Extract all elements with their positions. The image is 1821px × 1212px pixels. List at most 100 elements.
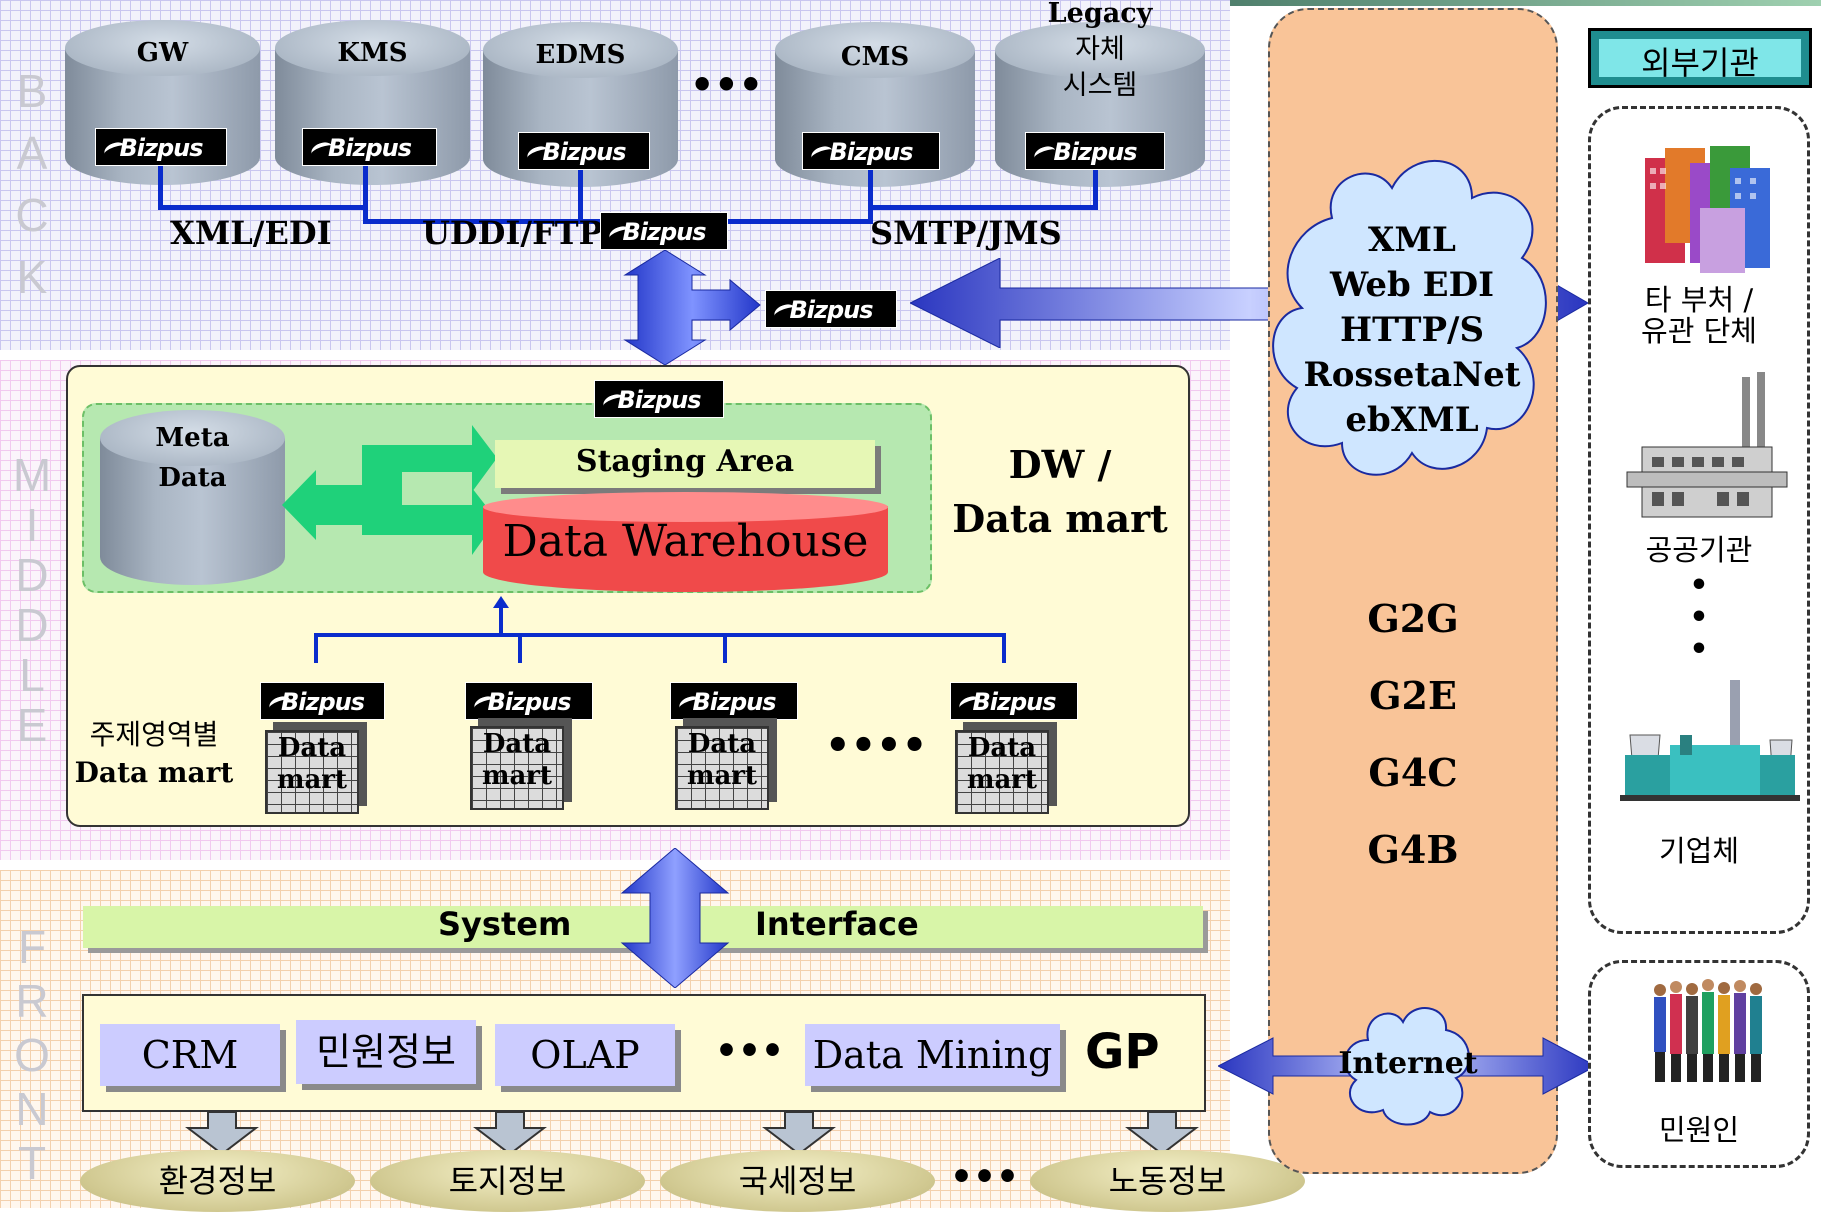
system-cms-label: CMS bbox=[840, 42, 910, 72]
mart-ellipsis: •••• bbox=[825, 722, 928, 769]
org-ministries-line-1: 타 부처 / bbox=[1644, 283, 1754, 317]
standard-web-edi: Web EDI bbox=[1330, 265, 1494, 305]
hub-arrows bbox=[623, 250, 761, 366]
letter: A bbox=[16, 127, 48, 179]
mart-4-line-1: Data bbox=[967, 733, 1037, 763]
bizpus-logo-hub: Bizpus bbox=[600, 212, 728, 250]
mart-1-line-2: mart bbox=[276, 765, 348, 795]
data-warehouse-label: Data Warehouse bbox=[502, 516, 869, 567]
meta-data-cylinder: Meta Data bbox=[100, 410, 285, 585]
mart-up-arrow-head bbox=[493, 596, 509, 608]
letter: E bbox=[16, 699, 48, 751]
org-enterprise-label: 기업체 bbox=[1658, 834, 1740, 868]
info-land: 토지정보 bbox=[370, 1150, 645, 1212]
down-arrows bbox=[185, 1111, 1199, 1156]
standard-ebxml: ebXML bbox=[1345, 400, 1479, 440]
external-vertical-dots: ••• bbox=[1592, 570, 1806, 666]
model-g2g: G2G bbox=[1367, 596, 1459, 641]
system-interface-label-left: System bbox=[438, 905, 572, 943]
letter: F bbox=[17, 921, 47, 973]
meta-staging-arrows bbox=[282, 425, 497, 555]
bizpus-logo-gateway: Bizpus bbox=[765, 290, 897, 328]
letter: I bbox=[25, 499, 39, 551]
mart-drop-3 bbox=[723, 633, 727, 663]
mart-drop-2 bbox=[518, 633, 522, 663]
external-title-box bbox=[1588, 28, 1812, 88]
mart-2-line-2: mart bbox=[481, 761, 553, 791]
dw-line-1: DW / bbox=[1008, 442, 1112, 487]
bizpus-logo-cms: Bizpus bbox=[802, 132, 940, 170]
meta-line-1: Meta bbox=[155, 423, 230, 453]
bizpus-logo-dw: Bizpus bbox=[594, 380, 724, 418]
app-olap: OLAP bbox=[495, 1024, 675, 1086]
staging-area-label: Staging Area bbox=[575, 444, 795, 479]
mart-3-line-1: Data bbox=[687, 729, 757, 759]
citizens-icon bbox=[1654, 979, 1762, 1082]
external-title: 외부기관 bbox=[1641, 44, 1759, 82]
data-warehouse-cylinder bbox=[483, 492, 888, 592]
model-g4b: G4B bbox=[1367, 827, 1459, 872]
bus-line-edms-down bbox=[578, 170, 583, 224]
legacy-line-1: Legacy bbox=[1047, 0, 1153, 29]
protocol-uddi-ftp: UDDI/FTP bbox=[422, 214, 603, 252]
letter: D bbox=[15, 549, 49, 601]
app-civil-info: 민원정보 bbox=[296, 1020, 476, 1084]
mart-drop-1 bbox=[314, 633, 318, 663]
letter: R bbox=[15, 975, 49, 1027]
system-interface-bar bbox=[83, 906, 1203, 948]
mart-up-arrow-line bbox=[499, 605, 503, 633]
letter: N bbox=[15, 1083, 49, 1135]
service-models-list: G2G G2E G4C G4B bbox=[1268, 580, 1558, 888]
vdot-1: • bbox=[1689, 568, 1709, 603]
vdot-2: • bbox=[1689, 600, 1709, 635]
gp-label: GP bbox=[1085, 1024, 1160, 1080]
bizpus-logo-mart-3: Bizpus bbox=[670, 682, 798, 720]
standard-rossetanet: RossetaNet bbox=[1303, 355, 1521, 395]
public-institution-icon bbox=[1626, 372, 1788, 518]
vdot-3: • bbox=[1689, 632, 1709, 667]
bus-line-gw-down bbox=[158, 166, 163, 210]
system-gw-label: GW bbox=[136, 38, 189, 68]
letter: B bbox=[16, 65, 48, 117]
mart-4-line-2: mart bbox=[966, 765, 1038, 795]
letter: T bbox=[17, 1137, 47, 1189]
dw-data-mart-label: DW / Data mart bbox=[950, 438, 1170, 546]
dw-line-2: Data mart bbox=[952, 496, 1168, 541]
bus-line-kms-down bbox=[363, 166, 368, 224]
app-crm: CRM bbox=[100, 1024, 280, 1086]
info-national-tax: 국세정보 bbox=[660, 1150, 935, 1212]
model-g2e: G2E bbox=[1369, 673, 1457, 718]
citizen-label: 민원인 bbox=[1658, 1113, 1740, 1147]
letter: M bbox=[12, 449, 52, 501]
letter: O bbox=[14, 1029, 50, 1081]
staging-area-bar bbox=[495, 440, 875, 488]
protocol-smtp-jms: SMTP/JMS bbox=[870, 214, 1062, 252]
legacy-line-2: 자체 bbox=[1075, 34, 1125, 65]
bus-line-gw-h bbox=[158, 205, 368, 210]
system-edms-label: EDMS bbox=[535, 40, 626, 70]
system-interface-label-right: Interface bbox=[755, 905, 919, 943]
bizpus-logo-kms: Bizpus bbox=[302, 128, 437, 166]
front-app-ellipsis: ••• bbox=[715, 1030, 785, 1072]
mart-drop-4 bbox=[1002, 633, 1006, 663]
protocol-xml-edi: XML/EDI bbox=[170, 214, 332, 252]
app-data-mining: Data Mining bbox=[805, 1024, 1060, 1086]
org-ministries-line-2: 유관 단체 bbox=[1641, 314, 1757, 348]
info-environment: 환경정보 bbox=[80, 1150, 355, 1212]
bizpus-logo-edms: Bizpus bbox=[518, 132, 650, 170]
internet-label: Internet bbox=[1338, 1046, 1478, 1081]
bizpus-logo-mart-1: Bizpus bbox=[260, 682, 385, 720]
org-ministries-label: 타 부처 / 유관 단체 bbox=[1592, 285, 1806, 347]
standards-cloud bbox=[1272, 159, 1547, 476]
bizpus-logo-legacy: Bizpus bbox=[1025, 132, 1165, 170]
bus-line-cms-down bbox=[868, 170, 873, 224]
bus-line-legacy-h bbox=[868, 205, 1098, 210]
standard-xml: XML bbox=[1368, 220, 1456, 260]
factory-icon bbox=[1620, 680, 1800, 801]
meta-line-2: Data bbox=[158, 463, 227, 493]
meta-data-label: Meta Data bbox=[100, 418, 285, 498]
info-labor: 노동정보 bbox=[1030, 1150, 1305, 1212]
